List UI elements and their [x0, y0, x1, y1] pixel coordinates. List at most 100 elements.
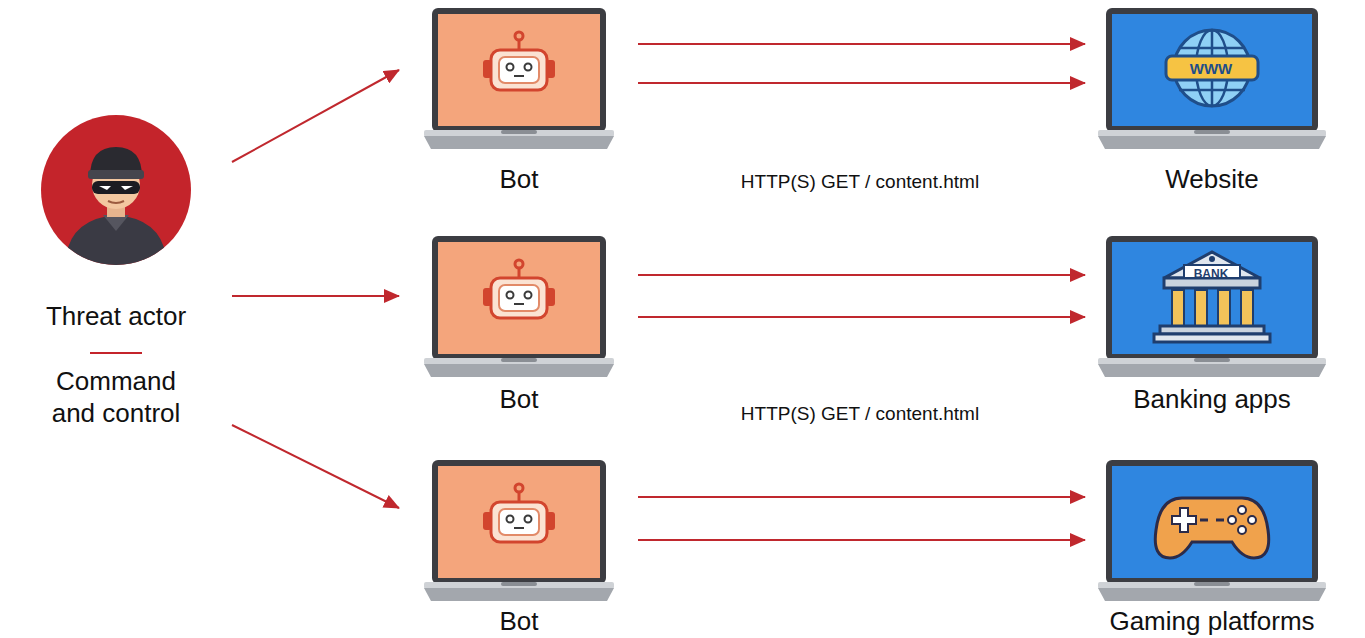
icon-shape [507, 516, 514, 523]
icon-shape [92, 181, 140, 194]
threat-actor-node: Threat actorCommand and control [0, 110, 232, 450]
icon-shape [432, 8, 606, 132]
laptop-icon [424, 460, 614, 602]
icon-shape [1112, 242, 1312, 354]
icon-shape [1155, 498, 1268, 558]
laptop-icon [1098, 236, 1326, 378]
icon-shape [491, 502, 547, 542]
icon-shape [1112, 14, 1312, 126]
icon-shape [1098, 358, 1326, 365]
icon-shape [1218, 290, 1230, 326]
icon-shape [1228, 516, 1236, 524]
icon-shape [1248, 516, 1256, 524]
icon-shape [424, 588, 614, 601]
icon-shape [491, 278, 547, 318]
icon-shape [1238, 526, 1246, 534]
icon-shape [514, 527, 524, 529]
icon-shape [1194, 582, 1230, 586]
icon-shape [1209, 256, 1215, 262]
icon-shape [424, 136, 614, 149]
icon-shape [1238, 506, 1246, 514]
icon-shape [1106, 460, 1318, 584]
icon-shape [1194, 358, 1230, 362]
icon-shape [499, 285, 539, 311]
node-label: Gaming platforms [1086, 605, 1338, 637]
icon-shape [525, 64, 532, 71]
laptop-icon [1098, 460, 1326, 602]
icon-shape [1106, 236, 1318, 360]
target-node: Website [1086, 8, 1338, 197]
icon-shape [1179, 47, 1245, 50]
target-node: Banking apps [1086, 236, 1338, 417]
arrow-connector [232, 425, 399, 508]
icon-shape [41, 115, 191, 265]
icon-shape [1241, 290, 1253, 326]
icon-shape [99, 186, 111, 190]
icon-shape [65, 203, 167, 265]
icon-shape [1098, 364, 1326, 377]
request-label: HTTP(S) GET / content.html [660, 170, 1060, 193]
icon-shape [515, 484, 523, 492]
icon-shape [499, 509, 539, 535]
icon-shape [501, 582, 537, 586]
icon-shape [501, 358, 537, 362]
icon-shape [507, 292, 514, 299]
icon-shape [1172, 290, 1184, 326]
laptop-icon [1098, 8, 1326, 150]
arrow-connector [638, 82, 1085, 84]
icon-shape [424, 582, 614, 589]
icon-shape [1195, 290, 1207, 326]
node-label: Threat actor [16, 300, 216, 332]
icon-shape [1200, 519, 1208, 522]
request-label: HTTP(S) GET / content.html [660, 402, 1060, 425]
icon-shape [65, 215, 167, 265]
bot-node: Bot [400, 460, 638, 638]
icon-shape [103, 215, 129, 231]
icon-text: WWW [1165, 59, 1257, 78]
arrow-connector [638, 496, 1085, 498]
icon-shape [88, 170, 144, 179]
icon-shape [491, 50, 547, 90]
icon-shape [507, 64, 514, 71]
icon-shape [1172, 508, 1196, 532]
laptop-icon [424, 236, 614, 378]
arrow-connector [638, 316, 1085, 318]
node-label: Website [1086, 163, 1338, 195]
icon-shape [1179, 89, 1245, 92]
icon-shape [525, 516, 532, 523]
icon-shape [514, 303, 524, 305]
icon-shape [1098, 588, 1326, 601]
arrow-connector [638, 274, 1085, 276]
icon-shape [432, 236, 606, 360]
icon-shape [501, 130, 537, 134]
node-label: Bot [400, 605, 638, 637]
node-sublabel: Command and control [41, 365, 191, 429]
icon-shape [1098, 130, 1326, 137]
arrow-connector [638, 43, 1085, 45]
icon-shape [525, 292, 532, 299]
icon-shape [1194, 130, 1230, 134]
arrow-connector [638, 539, 1085, 541]
icon-text: BANK [1181, 266, 1241, 282]
icon-shape [438, 466, 600, 578]
icon-shape [1166, 56, 1258, 80]
divider-line [90, 352, 142, 354]
node-label: Bot [400, 163, 638, 195]
icon-shape [1112, 466, 1312, 578]
laptop-icon [424, 8, 614, 150]
threat-actor-icon [41, 115, 191, 265]
arrow-connector [232, 70, 399, 162]
icon-shape [1106, 8, 1318, 132]
icon-shape [424, 364, 614, 377]
bot-node: Bot [400, 8, 638, 197]
icon-shape [1098, 582, 1326, 589]
icon-shape [514, 75, 524, 77]
icon-shape [438, 242, 600, 354]
target-node: Gaming platforms [1086, 460, 1338, 638]
node-label: Banking apps [1086, 383, 1338, 415]
icon-shape [1216, 519, 1224, 522]
node-label: Bot [400, 383, 638, 415]
icon-shape [515, 260, 523, 268]
bot-node: Bot [400, 236, 638, 417]
icon-shape [121, 186, 133, 190]
